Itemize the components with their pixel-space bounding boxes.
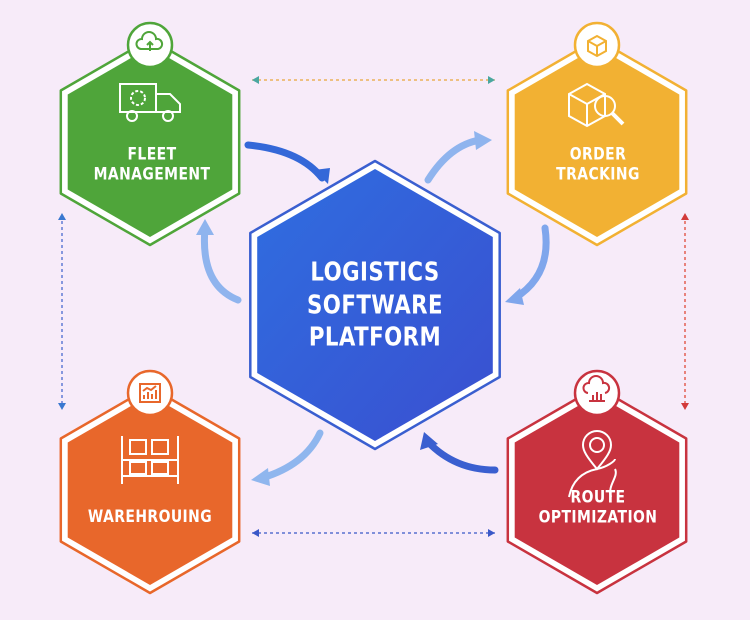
center-title-line: SOFTWARE <box>307 289 443 320</box>
arrow-route-to-center <box>424 438 499 474</box>
truck-gear-icon <box>119 83 181 122</box>
dashed-connectors <box>58 76 689 537</box>
label-line: ORDER <box>569 144 627 165</box>
warehouse-shelf-icon <box>121 436 179 484</box>
center-hexagon <box>249 159 501 451</box>
fleet-hexagon <box>59 21 241 247</box>
arrow-center-to-warehouse <box>258 429 324 482</box>
cloud-upload-icon <box>135 31 164 51</box>
label-line: TRACKING <box>556 165 640 185</box>
cloud-chart-icon <box>582 375 611 402</box>
arrow-fleet-to-center <box>244 141 326 182</box>
label-line: MANAGEMENT <box>93 165 211 185</box>
order-tracking-label: ORDER TRACKING <box>556 145 640 186</box>
center-title-line: LOGISTICS <box>310 257 440 288</box>
arrow-order-to-center <box>511 224 550 302</box>
box-icon <box>587 34 607 58</box>
order-hexagon <box>506 21 688 247</box>
label-line: WAREHROUING <box>87 506 213 527</box>
flow-arrows <box>196 131 550 486</box>
arrow-center-to-order <box>424 136 484 184</box>
fleet-management-label: FLEET MANAGEMENT <box>94 145 211 186</box>
box-search-icon <box>568 82 625 128</box>
bar-chart-icon <box>139 383 161 403</box>
center-title: LOGISTICS SOFTWARE PLATFORM <box>307 256 443 354</box>
warehouse-hexagon <box>59 369 241 595</box>
route-optimization-label: ROUTE OPTIMIZATION <box>539 488 658 529</box>
label-line: FLEET <box>127 144 177 165</box>
warehousing-label: WAREHROUING <box>88 507 212 527</box>
route-hexagon <box>506 369 688 595</box>
label-line: ROUTE <box>570 487 626 508</box>
arrow-center-to-fleet <box>200 224 242 304</box>
map-pin-route-icon <box>568 430 617 498</box>
center-title-line: PLATFORM <box>308 322 442 353</box>
warehouse-badge <box>126 369 174 417</box>
label-line: OPTIMIZATION <box>538 508 658 528</box>
